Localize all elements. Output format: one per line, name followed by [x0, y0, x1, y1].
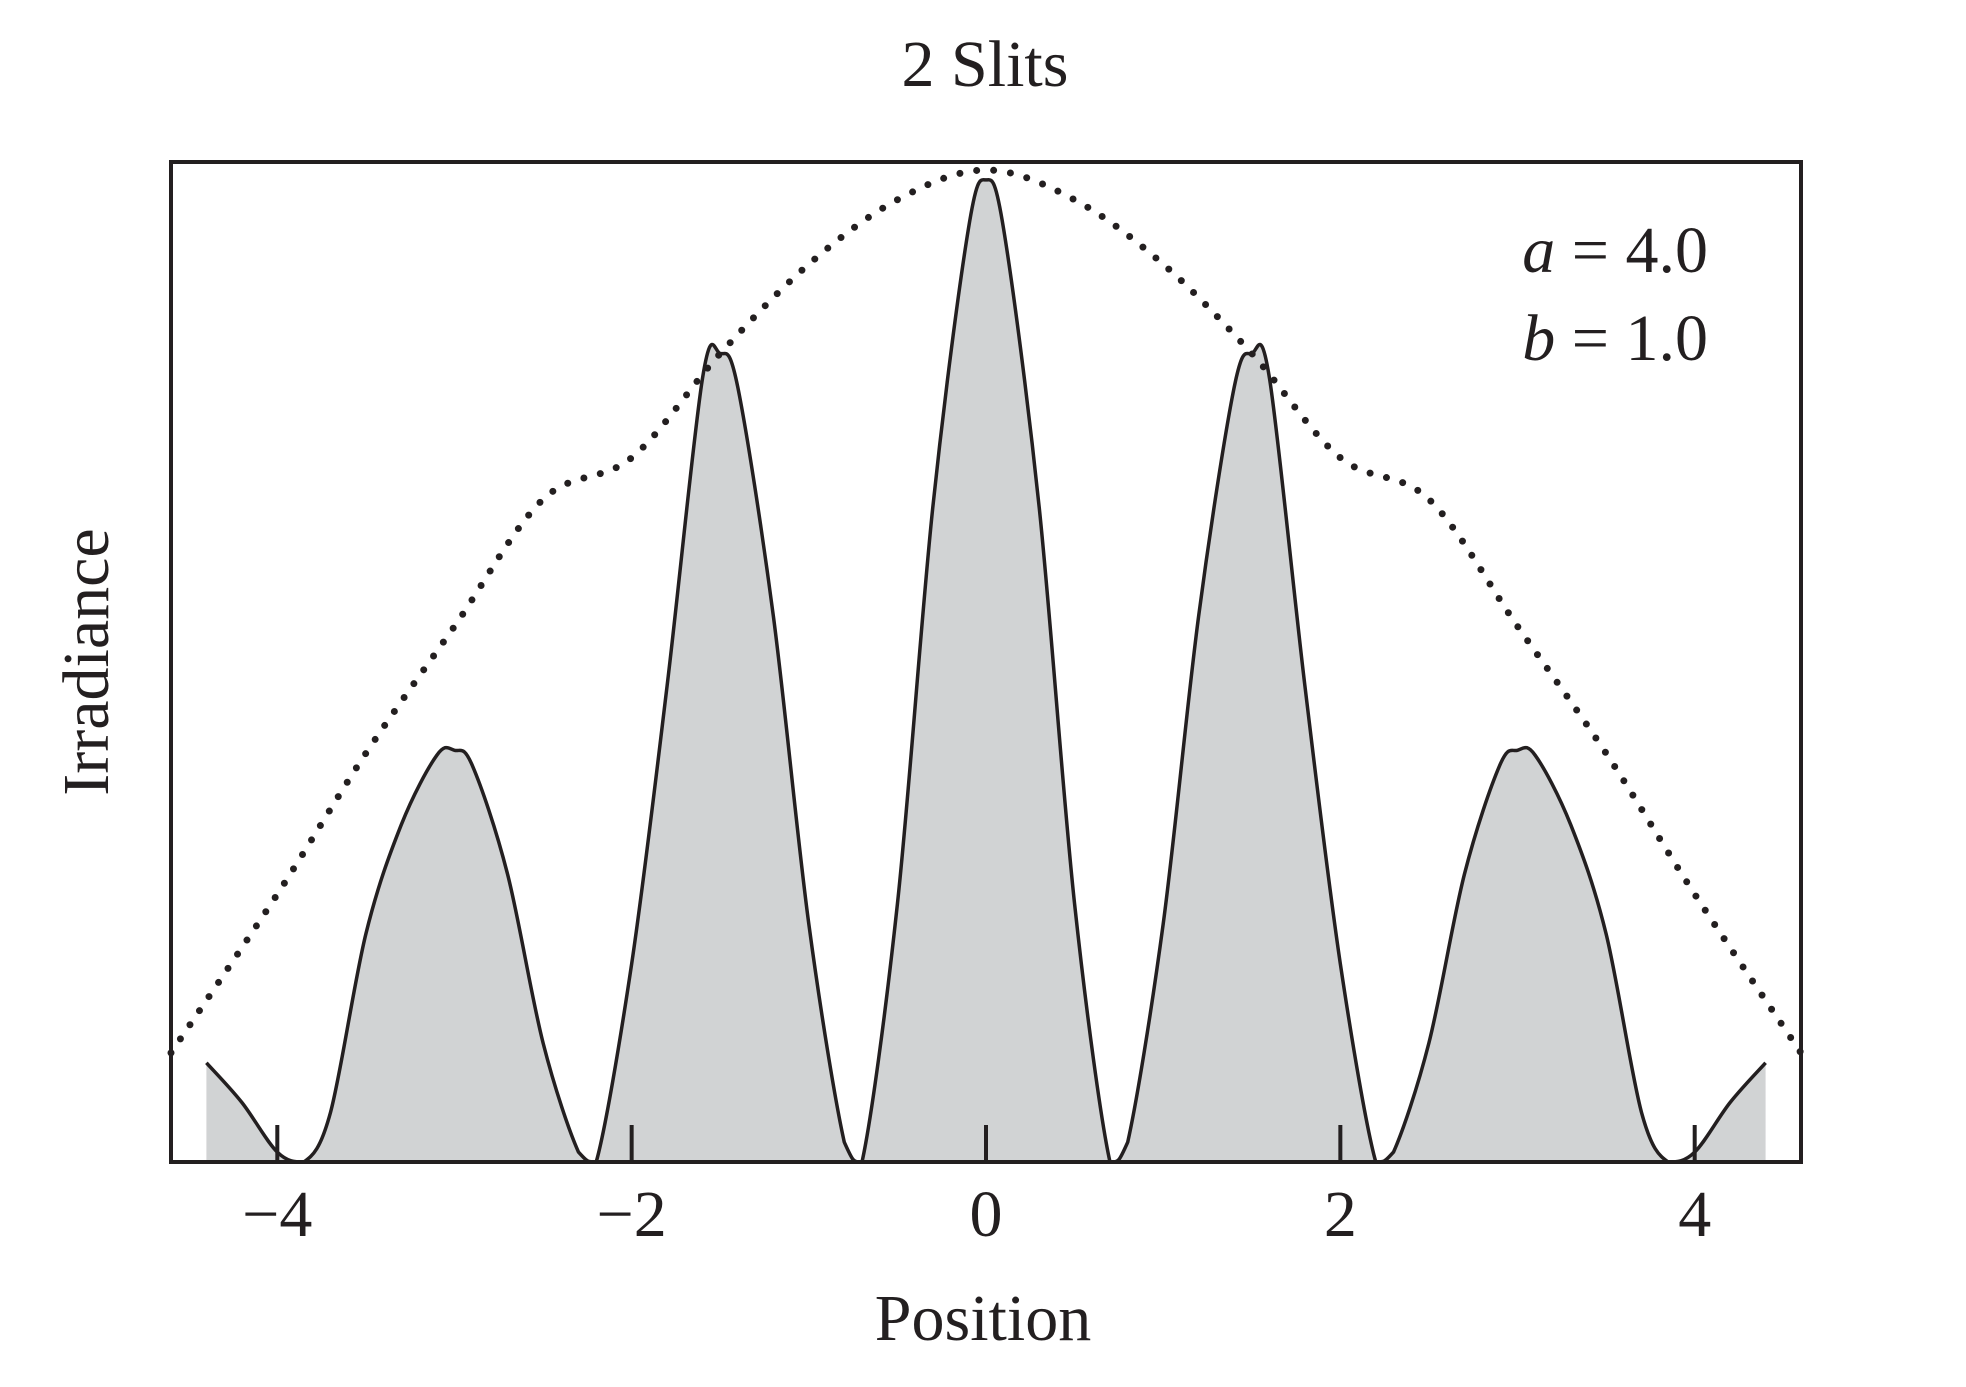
- parameter-annotation-a: a = 4.0: [1522, 214, 1708, 287]
- svg-text:b = 1.0: b = 1.0: [1522, 302, 1708, 375]
- plot-area: [167, 166, 1805, 1164]
- x-tick-label: 4: [1678, 1178, 1711, 1251]
- envelope-curve: [167, 166, 1805, 1057]
- y-axis-label: Irradiance: [50, 528, 123, 795]
- param-b-value: = 1.0: [1555, 302, 1708, 375]
- x-tick-label: −4: [242, 1178, 312, 1251]
- param-a-symbol: a: [1522, 214, 1555, 287]
- param-a-value: = 4.0: [1555, 214, 1708, 287]
- chart-title: 2 Slits: [902, 28, 1069, 101]
- param-b-symbol: b: [1522, 302, 1555, 375]
- x-tick-label: 2: [1324, 1178, 1357, 1251]
- irradiance-fill: [206, 179, 1766, 1163]
- x-tick-label: 0: [970, 1178, 1003, 1251]
- parameter-annotation-b: b = 1.0: [1522, 302, 1708, 375]
- x-tick-label: −2: [597, 1178, 667, 1251]
- x-axis-ticks: −4 −2 0 2 4: [242, 1125, 1711, 1251]
- x-axis-label: Position: [875, 1282, 1091, 1355]
- svg-text:a = 4.0: a = 4.0: [1522, 214, 1708, 287]
- irradiance-curve: [205, 178, 1767, 1164]
